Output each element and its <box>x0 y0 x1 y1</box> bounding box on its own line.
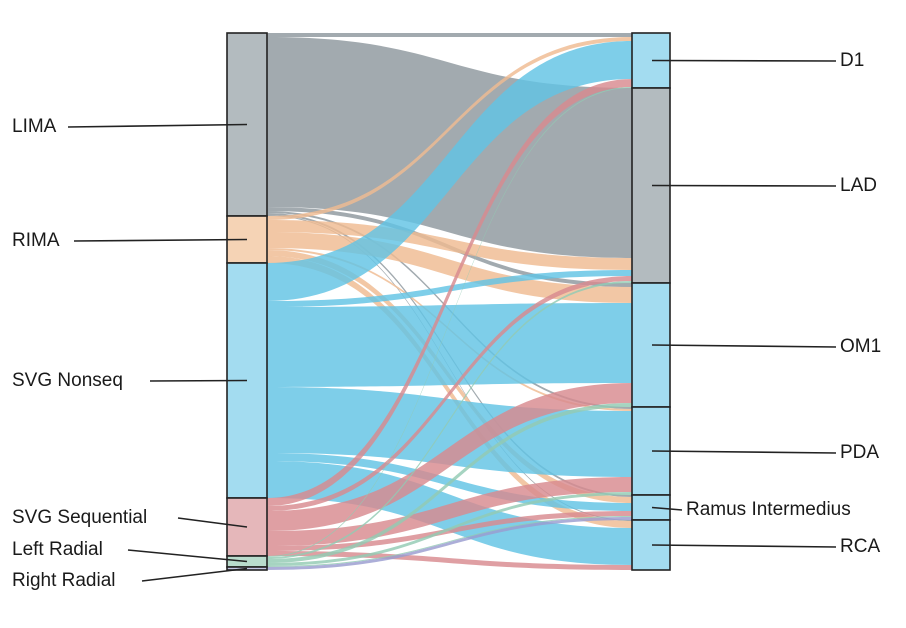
label-ramus-intermedius: Ramus Intermedius <box>686 499 851 520</box>
link-left-radial-to-om1 <box>267 403 632 563</box>
label-svg-nonseq: SVG Nonseq <box>12 370 123 391</box>
leader-lad <box>651 184 837 187</box>
label-rca: RCA <box>840 536 881 557</box>
link-left-radial-to-pda <box>267 492 632 566</box>
link-svg-sequential-to-ramus-intermedius <box>267 511 632 551</box>
leader-om1 <box>651 344 837 348</box>
leader-lines <box>67 59 837 582</box>
label-svg-sequential: SVG Sequential <box>12 507 148 528</box>
leader-d1 <box>651 59 837 62</box>
node-ramus-intermedius <box>631 494 671 521</box>
leader-ramus-intermedius <box>651 506 683 511</box>
leader-pda <box>651 450 837 454</box>
leader-lima <box>67 123 248 128</box>
link-svg-sequential-to-lad <box>267 276 632 511</box>
link-svg-sequential-to-d1 <box>267 79 632 506</box>
link-svg-nonseq-to-om1 <box>267 303 632 387</box>
leader-right-radial <box>141 567 248 582</box>
label-left-radial: Left Radial <box>12 539 103 560</box>
leader-svg-sequential <box>177 517 248 528</box>
label-pda: PDA <box>840 442 880 463</box>
label-om1: OM1 <box>840 336 882 357</box>
link-left-radial-to-ramus-intermedius <box>267 516 632 567</box>
link-left-radial-to-lad <box>267 281 632 559</box>
leader-rima <box>73 238 248 242</box>
label-lad: LAD <box>840 175 877 196</box>
label-d1: D1 <box>840 50 865 71</box>
label-lima: LIMA <box>12 116 57 137</box>
link-rima-to-lad <box>267 220 632 270</box>
link-rima-to-d1 <box>267 37 632 220</box>
link-left-radial-to-d1 <box>267 87 632 557</box>
link-lima-to-d1 <box>267 33 632 37</box>
links-layer <box>267 33 632 570</box>
leader-left-radial <box>127 549 248 563</box>
leader-svg-nonseq <box>149 379 248 382</box>
label-right-radial: Right Radial <box>12 570 116 591</box>
leader-rca <box>651 544 837 548</box>
link-right-radial-to-ramus-intermedius <box>267 517 632 570</box>
link-svg-sequential-to-om1 <box>267 383 632 531</box>
link-svg-nonseq-to-d1 <box>267 41 632 301</box>
label-rima: RIMA <box>12 230 60 251</box>
